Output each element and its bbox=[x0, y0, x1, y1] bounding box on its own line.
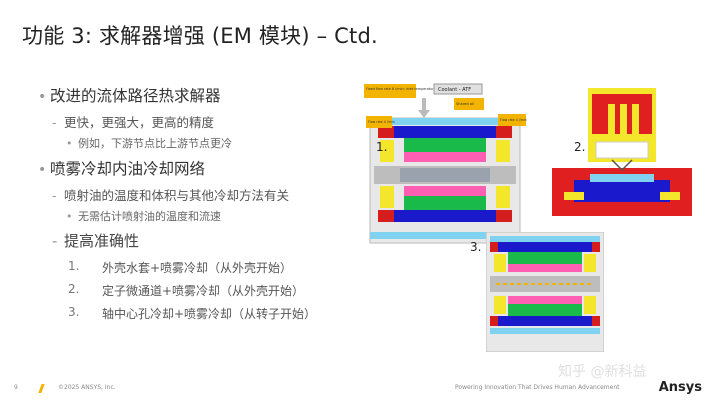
list-item-3: 3.轴中心孔冷却+喷雾冷却（从转子开始） bbox=[68, 305, 317, 321]
figure-1-diagram: Fixed flow rate 8 l/min; inlet temperatu… bbox=[364, 83, 527, 244]
bullet-1-subsub: •例如，下游节点比上游节点更冷 bbox=[66, 137, 232, 150]
bullet-2: •喷雾冷却内油冷却网络 bbox=[38, 160, 206, 178]
bullet-2-sub-2: -提高准确性 bbox=[52, 232, 140, 250]
list-item-2: 2.定子微通道+喷雾冷却（从外壳开始） bbox=[68, 282, 305, 298]
bullet-1: •改进的流体路径热求解器 bbox=[38, 87, 221, 105]
bullet-list: •改进的流体路径热求解器 -更快，更强大，更高的精度 •例如，下游节点比上游节点… bbox=[38, 84, 358, 328]
callout-top: Fixed flow rate 8 l/min; inlet temperatu… bbox=[366, 87, 446, 91]
bullet-2-sub-1: -喷射油的温度和体积与其他冷却方法有关 bbox=[52, 188, 290, 203]
coolant-label: Coolant - ATF bbox=[438, 87, 471, 93]
callout-left: Flow rate 4 l/min bbox=[368, 120, 395, 124]
figure-3-diagram bbox=[486, 232, 604, 352]
list-item-1: 1.外壳水套+喷雾冷却（从外壳开始） bbox=[68, 259, 293, 275]
figure-2-diagram bbox=[552, 88, 692, 216]
figure-1-label: 1. bbox=[376, 140, 388, 154]
bullet-2-subsub: •无需估计喷射油的温度和流速 bbox=[66, 210, 221, 223]
watermark: 知乎 @新科益 bbox=[558, 364, 647, 380]
page-number: 9 bbox=[14, 384, 18, 391]
tagline: Powering Innovation That Drives Human Ad… bbox=[455, 384, 620, 391]
ansys-logo: Ansys bbox=[658, 380, 702, 395]
figure-3-label: 3. bbox=[470, 240, 482, 254]
figure-2-label: 2. bbox=[574, 140, 586, 154]
copyright: ©2025 ANSYS, Inc. bbox=[58, 384, 116, 391]
slide-title: 功能 3: 求解器增强 (EM 模块) – Ctd. bbox=[22, 24, 378, 48]
bullet-1-sub: -更快，更强大，更高的精度 bbox=[52, 115, 215, 130]
callout-right: Flow rate 4 l/min bbox=[500, 118, 527, 122]
brand-slash-icon bbox=[38, 384, 45, 393]
callout-spray: Shared oil bbox=[456, 102, 474, 106]
